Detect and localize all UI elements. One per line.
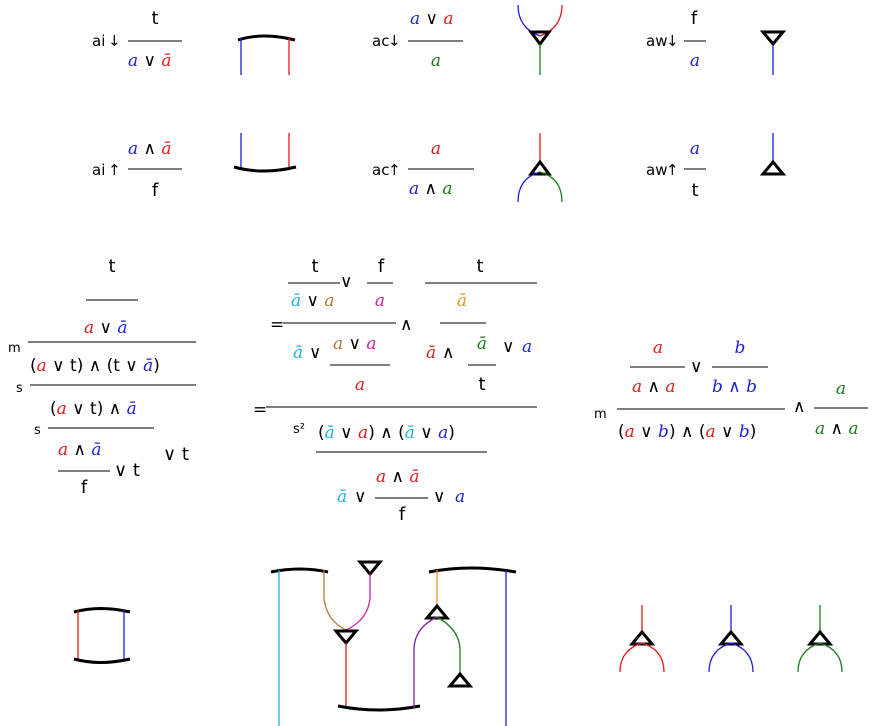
rule-denominator: a ∨ ā (128, 51, 172, 71)
svg-text:∧: ∧ (793, 397, 805, 417)
rule-aw-down: aw ↓ f a (646, 8, 706, 71)
svg-text:t: t (476, 256, 483, 277)
svg-text:a: a (653, 338, 663, 358)
svg-text:ac: ac (372, 161, 389, 179)
svg-text:a: a (431, 139, 441, 159)
svg-text:(a ∨ t) ∧ ā: (a ∨ t) ∧ ā (50, 399, 137, 419)
derivation-right: a a ∧ a ∨ b b ∧ b m (a ∨ b) ∧ (a ∨ b) ∧ … (594, 338, 868, 442)
ai-down-diagram (237, 34, 296, 75)
svg-text:(a ∨ b) ∧ (a ∨ b): (a ∨ b) ∧ (a ∨ b) (618, 422, 756, 442)
svg-text:aw: aw (646, 161, 667, 179)
svg-text:b: b (735, 338, 746, 358)
svg-text:b ∧ b: b ∧ b (712, 377, 757, 397)
svg-text:a: a (355, 375, 365, 395)
rule-numerator: t (151, 8, 158, 29)
svg-text:a ∧ a: a ∧ a (632, 377, 676, 397)
svg-text:↑: ↑ (666, 161, 679, 179)
svg-text:∨ t: ∨ t (114, 460, 140, 481)
svg-text:↓: ↓ (388, 32, 401, 50)
svg-text:∨: ∨ (502, 337, 514, 357)
svg-text:a: a (690, 139, 700, 159)
ai-up-diagram (233, 133, 297, 173)
svg-text:t: t (311, 256, 318, 277)
svg-text:↓: ↓ (666, 32, 679, 50)
svg-text:f: f (152, 180, 159, 201)
svg-text:=: = (270, 315, 284, 335)
rule-ac-up: ac ↑ a a ∧ a (372, 139, 474, 199)
svg-text:a ∧ a: a ∧ a (409, 179, 453, 199)
aw-up-diagram (759, 133, 787, 176)
svg-text:ā ∨ a: ā ∨ a (291, 291, 335, 311)
svg-text:a ∧ ā: a ∧ ā (128, 139, 172, 159)
svg-text:a ∧ ā: a ∧ ā (376, 467, 420, 487)
svg-text:=: = (253, 400, 267, 420)
svg-text:↑: ↑ (108, 161, 121, 179)
bottom-right-diagrams (619, 605, 843, 673)
svg-text:a: a (455, 487, 465, 507)
svg-text:ai: ai (92, 161, 105, 179)
derivation-left: t a ∨ ā m (a ∨ t) ∧ (t ∨ ā) s (a ∨ t) ∧ … (8, 256, 196, 498)
svg-text:f: f (691, 8, 698, 29)
svg-text:ā: ā (457, 291, 467, 311)
svg-text:∨ t: ∨ t (163, 444, 189, 465)
svg-text:s: s (34, 423, 41, 438)
svg-text:∨: ∨ (309, 343, 321, 363)
rule-aw-up: aw ↑ a t (646, 139, 706, 201)
svg-text:a ∧ a: a ∧ a (815, 419, 859, 439)
svg-text:aw: aw (646, 32, 667, 50)
svg-text:∨: ∨ (354, 487, 366, 507)
svg-text:ā: ā (426, 343, 436, 363)
svg-text:ā: ā (293, 343, 303, 363)
svg-text:ā: ā (477, 334, 487, 354)
svg-text:a: a (522, 337, 532, 357)
svg-text:↑: ↑ (388, 161, 401, 179)
svg-text:a ∨ a: a ∨ a (333, 334, 377, 354)
svg-text:ā: ā (337, 487, 347, 507)
svg-text:f: f (399, 504, 406, 525)
rule-ai-down: ai ↓ t a ∨ ā (92, 8, 182, 71)
derivation-middle: t f ∨ ā ∨ a a = ∧ ā ∨ a ∨ a a t ā ā ∧ ā … (253, 256, 537, 525)
aw-down-diagram (759, 30, 787, 75)
svg-text:∨: ∨ (433, 487, 445, 507)
svg-text:a: a (375, 291, 385, 311)
svg-text:t: t (108, 256, 115, 277)
svg-text:t: t (478, 374, 485, 395)
svg-text:m: m (8, 341, 21, 356)
svg-text:a: a (431, 51, 441, 71)
svg-text:a: a (836, 379, 846, 399)
ac-up-diagram (517, 133, 563, 203)
svg-text:m: m (594, 407, 607, 422)
svg-text:ac: ac (372, 32, 389, 50)
svg-text:∧: ∧ (442, 343, 454, 363)
svg-text:a ∧ ā: a ∧ ā (58, 440, 102, 460)
svg-text:t: t (691, 180, 698, 201)
svg-text:s²: s² (293, 422, 305, 437)
svg-text:∨: ∨ (690, 357, 702, 377)
bottom-middle-diagram (270, 560, 517, 726)
ac-down-diagram (517, 4, 563, 75)
svg-text:a ∨ a: a ∨ a (410, 9, 454, 29)
svg-text:f: f (378, 256, 385, 277)
bottom-left-diagram (73, 607, 131, 664)
svg-text:∧: ∧ (400, 315, 412, 335)
rule-arrow: ↓ (108, 32, 121, 50)
svg-text:a ∨ ā: a ∨ ā (84, 318, 128, 338)
svg-text:a: a (690, 51, 700, 71)
rule-label: ai (92, 32, 105, 50)
svg-text:f: f (81, 477, 88, 498)
svg-text:(a ∨ t) ∧ (t ∨ ā): (a ∨ t) ∧ (t ∨ ā) (30, 356, 160, 376)
rule-ac-down: ac ↓ a ∨ a a (372, 9, 463, 71)
svg-text:s: s (16, 381, 23, 396)
rule-ai-up: ai ↑ a ∧ ā f (92, 139, 182, 201)
svg-text:(ā ∨ a) ∧ (ā ∨ a): (ā ∨ a) ∧ (ā ∨ a) (318, 423, 455, 443)
svg-text:∨: ∨ (340, 272, 352, 292)
